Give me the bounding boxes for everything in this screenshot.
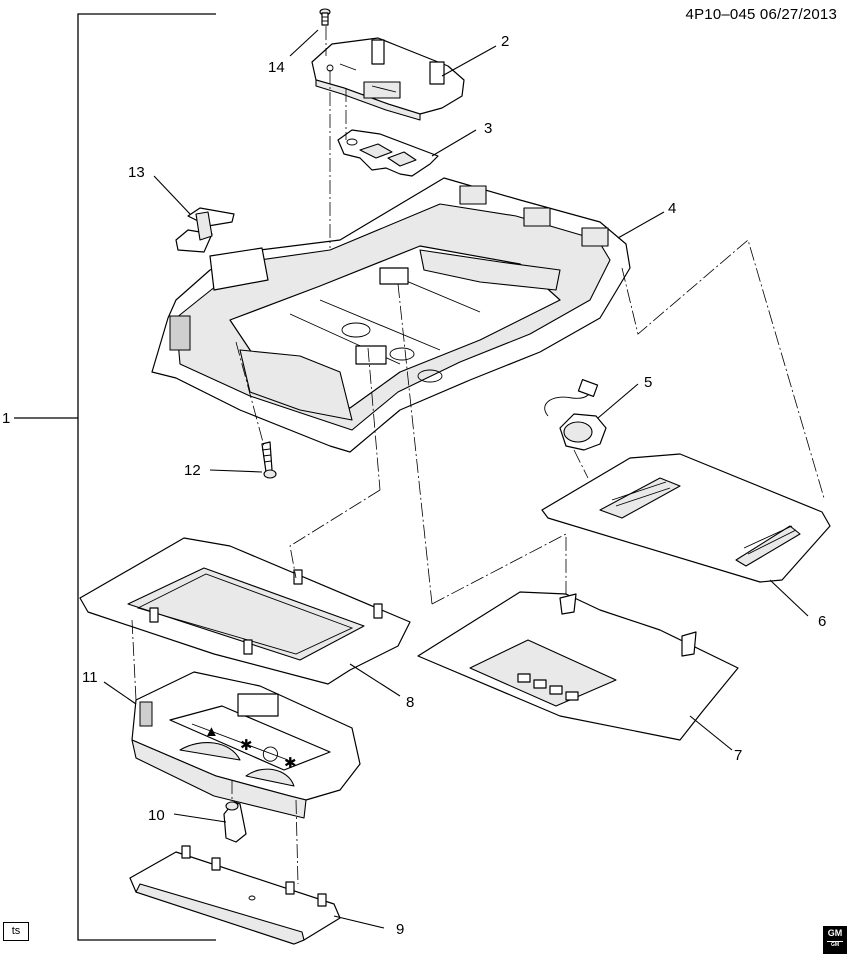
part-6-lens-cover	[541, 453, 831, 583]
part-10-bulb	[223, 801, 247, 843]
callout-11: 11	[82, 669, 98, 686]
gm-logo-bottom: GM	[827, 941, 843, 948]
callout-10: 10	[148, 807, 165, 824]
part-12-screw	[261, 441, 277, 479]
callout-13: 13	[128, 164, 145, 181]
callout-4: 4	[668, 200, 676, 217]
part-8-bezel	[79, 537, 411, 685]
callout-2: 2	[501, 33, 509, 50]
callout-3: 3	[484, 120, 492, 137]
part-14-screw	[319, 8, 331, 26]
part-7-trim-panel	[417, 591, 739, 741]
callout-1: 1	[2, 410, 10, 427]
document-id-date: 4P10–045 06/27/2013	[685, 6, 837, 23]
part-9-door	[129, 845, 341, 945]
part-2-module-housing	[311, 37, 465, 121]
callout-5: 5	[644, 374, 652, 391]
part-11-switch-housing: ▲ ✱ ◯ ✱	[131, 671, 361, 819]
part-4-console-base	[151, 177, 631, 453]
alignment-lines	[131, 26, 825, 885]
svg-text:◯: ◯	[262, 745, 279, 762]
gm-logo-top: GM	[827, 928, 843, 938]
part-5-lamp-socket	[544, 379, 607, 451]
gm-logo: GM GM	[823, 926, 847, 954]
callout-14: 14	[268, 59, 285, 76]
callout-7: 7	[734, 747, 742, 764]
callout-8: 8	[406, 694, 414, 711]
callout-9: 9	[396, 921, 404, 938]
svg-text:✱: ✱	[240, 737, 253, 754]
part-3-plate	[337, 129, 439, 177]
part-13-clip	[175, 207, 235, 253]
assembly-bracket	[14, 13, 216, 941]
callout-12: 12	[184, 462, 201, 479]
leader-lines	[103, 29, 809, 929]
svg-text:✱: ✱	[284, 755, 297, 772]
ts-label-box: ts	[3, 922, 29, 941]
callout-labels: 1 2 3 4 5 6 7 8 9 10 11 12 13 14	[2, 33, 826, 938]
callout-6: 6	[818, 613, 826, 630]
svg-text:▲: ▲	[204, 723, 219, 740]
